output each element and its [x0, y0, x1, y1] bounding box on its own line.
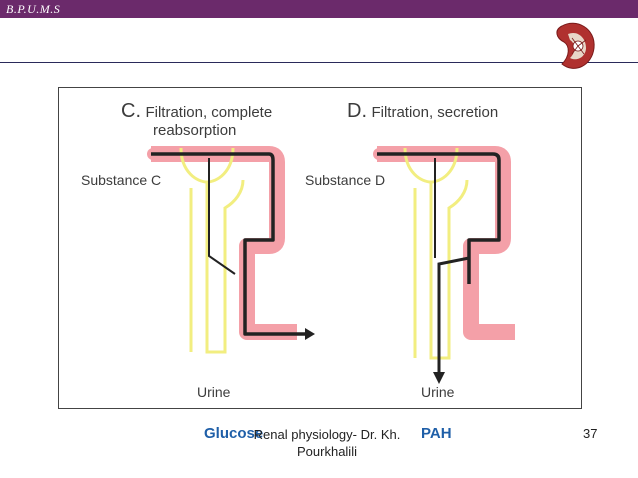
- panel-d-nephron: [373, 146, 515, 384]
- panel-c-letter: C.: [121, 100, 141, 122]
- footer-line2: Pourkhalili: [297, 444, 357, 459]
- top-banner: B.P.U.M.S: [0, 0, 638, 18]
- panel-c-urine-label: Urine: [197, 384, 231, 400]
- nephron-diagram: C. Filtration, complete reabsorption Sub…: [58, 87, 582, 409]
- panel-c-nephron: [147, 146, 315, 354]
- panel-d-title: Filtration, secretion: [371, 104, 499, 121]
- brand-text: B.P.U.M.S: [6, 2, 61, 16]
- panel-d-urine-label: Urine: [421, 384, 455, 400]
- panel-d-heading: D. Filtration, secretion: [347, 100, 498, 123]
- panel-d-letter: D.: [347, 100, 367, 122]
- glucose-label: Glucose: [204, 425, 264, 442]
- kidney-logo-icon: [556, 22, 595, 69]
- nephron-diagram-drawing: [147, 146, 515, 384]
- footer-credit: Renal physiology- Dr. Kh. Pourkhalili: [232, 426, 422, 460]
- panel-d-substance-label: Substance D: [305, 172, 386, 188]
- panel-c-title-line2: reabsorption: [153, 122, 237, 139]
- panel-c-title-line1: Filtration, complete: [145, 104, 273, 121]
- panel-c-heading: C. Filtration, complete: [121, 100, 272, 123]
- page-number: 37: [583, 426, 598, 441]
- footer-line1: Renal physiology- Dr. Kh.: [253, 427, 401, 442]
- pah-label: PAH: [421, 425, 452, 442]
- header-rule: [0, 62, 638, 63]
- panel-c-substance-label: Substance C: [81, 172, 162, 188]
